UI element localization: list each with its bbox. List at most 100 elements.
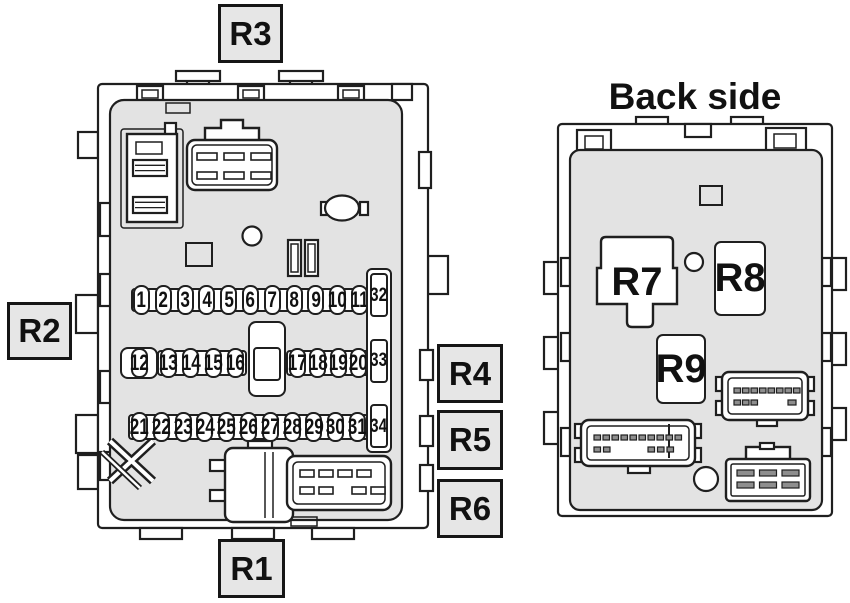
fuse-22: 22 <box>151 412 171 442</box>
relay-socket-r9: R9 <box>655 334 707 404</box>
fuse-number: 16 <box>225 350 246 375</box>
fuse-number: 2 <box>158 287 169 312</box>
fuse-number: 15 <box>203 350 223 375</box>
relay-r9-text: R9 <box>655 346 707 391</box>
connector-top-left <box>120 121 184 229</box>
fuse-number: 8 <box>289 287 299 312</box>
relay-label-r6-text: R6 <box>448 489 492 527</box>
fuse-19: 19 <box>328 348 348 378</box>
fuse-number: 25 <box>217 414 237 439</box>
mounting-hole-back-bottom <box>692 465 720 493</box>
relay-label-r1: R1 <box>218 539 285 598</box>
fuse-16: 16 <box>225 348 246 378</box>
relay-label-r2-text: R2 <box>18 312 61 349</box>
fuse-15: 15 <box>203 348 223 378</box>
connector-back-left <box>573 418 703 475</box>
fuse-number: 3 <box>180 287 190 312</box>
fuse-number: 13 <box>158 350 179 375</box>
small-square-cutout-back <box>699 185 723 206</box>
fuse-number: 24 <box>195 414 215 439</box>
fuse-32: 32 <box>370 273 388 317</box>
fuse-6: 6 <box>241 285 259 315</box>
fuse-number: 11 <box>350 287 369 312</box>
fuse-27: 27 <box>261 412 280 442</box>
fuse-number: 23 <box>173 414 193 439</box>
fuse-4: 4 <box>198 285 216 315</box>
back-side-title: Back side <box>608 76 782 117</box>
relay-label-r1-text: R1 <box>230 549 273 587</box>
fuse-14: 14 <box>181 348 201 378</box>
fuse-18: 18 <box>308 348 328 378</box>
mounting-hooks-left <box>74 130 100 491</box>
fuse-number: 30 <box>326 414 346 439</box>
relay-label-r5-text: R5 <box>448 421 492 458</box>
fuse-number: 31 <box>347 414 368 439</box>
fuse-number: 5 <box>223 287 234 312</box>
fuse-33: 33 <box>370 338 388 383</box>
fuse-31: 31 <box>347 412 368 442</box>
bottom-tabs <box>138 526 356 541</box>
fuse-34: 34 <box>370 404 388 448</box>
fuse-number: 14 <box>181 350 201 375</box>
fuse-29: 29 <box>304 412 324 442</box>
relay-label-r3: R3 <box>218 4 283 63</box>
fuse-8: 8 <box>285 285 303 315</box>
connector-bottom-left <box>208 439 295 524</box>
fuse-25: 25 <box>217 412 237 442</box>
fuse-9: 9 <box>307 285 325 315</box>
center-relay-socket-inner <box>253 347 281 381</box>
fuse-number: 10 <box>328 287 348 312</box>
fuse-12: 12 <box>129 348 149 378</box>
relay-label-r2: R2 <box>7 302 72 360</box>
fuse-24: 24 <box>195 412 215 442</box>
fuse-1: 1 <box>133 285 150 315</box>
center-relay-socket <box>248 321 286 397</box>
fuse-28: 28 <box>282 412 302 442</box>
fuse-30: 30 <box>326 412 346 442</box>
relay-label-r3-text: R3 <box>229 14 272 52</box>
fuse-number: 12 <box>129 350 149 375</box>
fuse-number: 33 <box>370 350 388 371</box>
fuse-17: 17 <box>287 348 308 378</box>
fuse-number: 21 <box>129 414 150 439</box>
relay-label-r5: R5 <box>437 410 503 470</box>
relay-label-r4-text: R4 <box>448 354 492 392</box>
fuse-number: 4 <box>202 287 212 312</box>
fuse-7: 7 <box>263 285 281 315</box>
fuse-10: 10 <box>328 285 348 315</box>
mounting-hole-back-top <box>683 251 705 273</box>
fuse-number: 17 <box>287 350 308 375</box>
nut-shape <box>319 194 370 222</box>
fuse-number: 32 <box>370 284 388 306</box>
fuse-5: 5 <box>220 285 238 315</box>
fuse-3: 3 <box>176 285 194 315</box>
fuse-2: 2 <box>154 285 172 315</box>
fuse-number: 19 <box>328 350 348 375</box>
fuse-number: 1 <box>136 287 147 312</box>
fuse-number: 28 <box>282 414 302 439</box>
fuse-number: 20 <box>348 350 369 375</box>
fuse-26: 26 <box>239 412 258 442</box>
connector-top-center <box>185 118 279 192</box>
small-square-cutout <box>185 242 213 267</box>
fuse-number: 9 <box>311 287 321 312</box>
fuse-number: 34 <box>370 415 388 437</box>
connector-back-right <box>714 370 816 428</box>
connector-back-bottom <box>724 441 812 503</box>
vertical-fuse-strip: 32 33 34 <box>366 268 392 453</box>
fuse-number: 29 <box>304 414 324 439</box>
fuse-row-2-single: 12 <box>124 348 154 378</box>
fuse-number: 22 <box>151 414 171 439</box>
relay-r7-text: R7 <box>611 259 663 304</box>
fuse-number: 18 <box>308 350 328 375</box>
fuse-number: 6 <box>245 287 256 312</box>
mounting-hole <box>241 225 263 247</box>
fuse-number: 7 <box>267 287 278 312</box>
side-clips <box>98 150 435 493</box>
fuse-13: 13 <box>158 348 179 378</box>
back-panel-drawing <box>542 115 848 518</box>
connector-bottom-right <box>285 454 393 512</box>
fuse-21: 21 <box>129 412 150 442</box>
